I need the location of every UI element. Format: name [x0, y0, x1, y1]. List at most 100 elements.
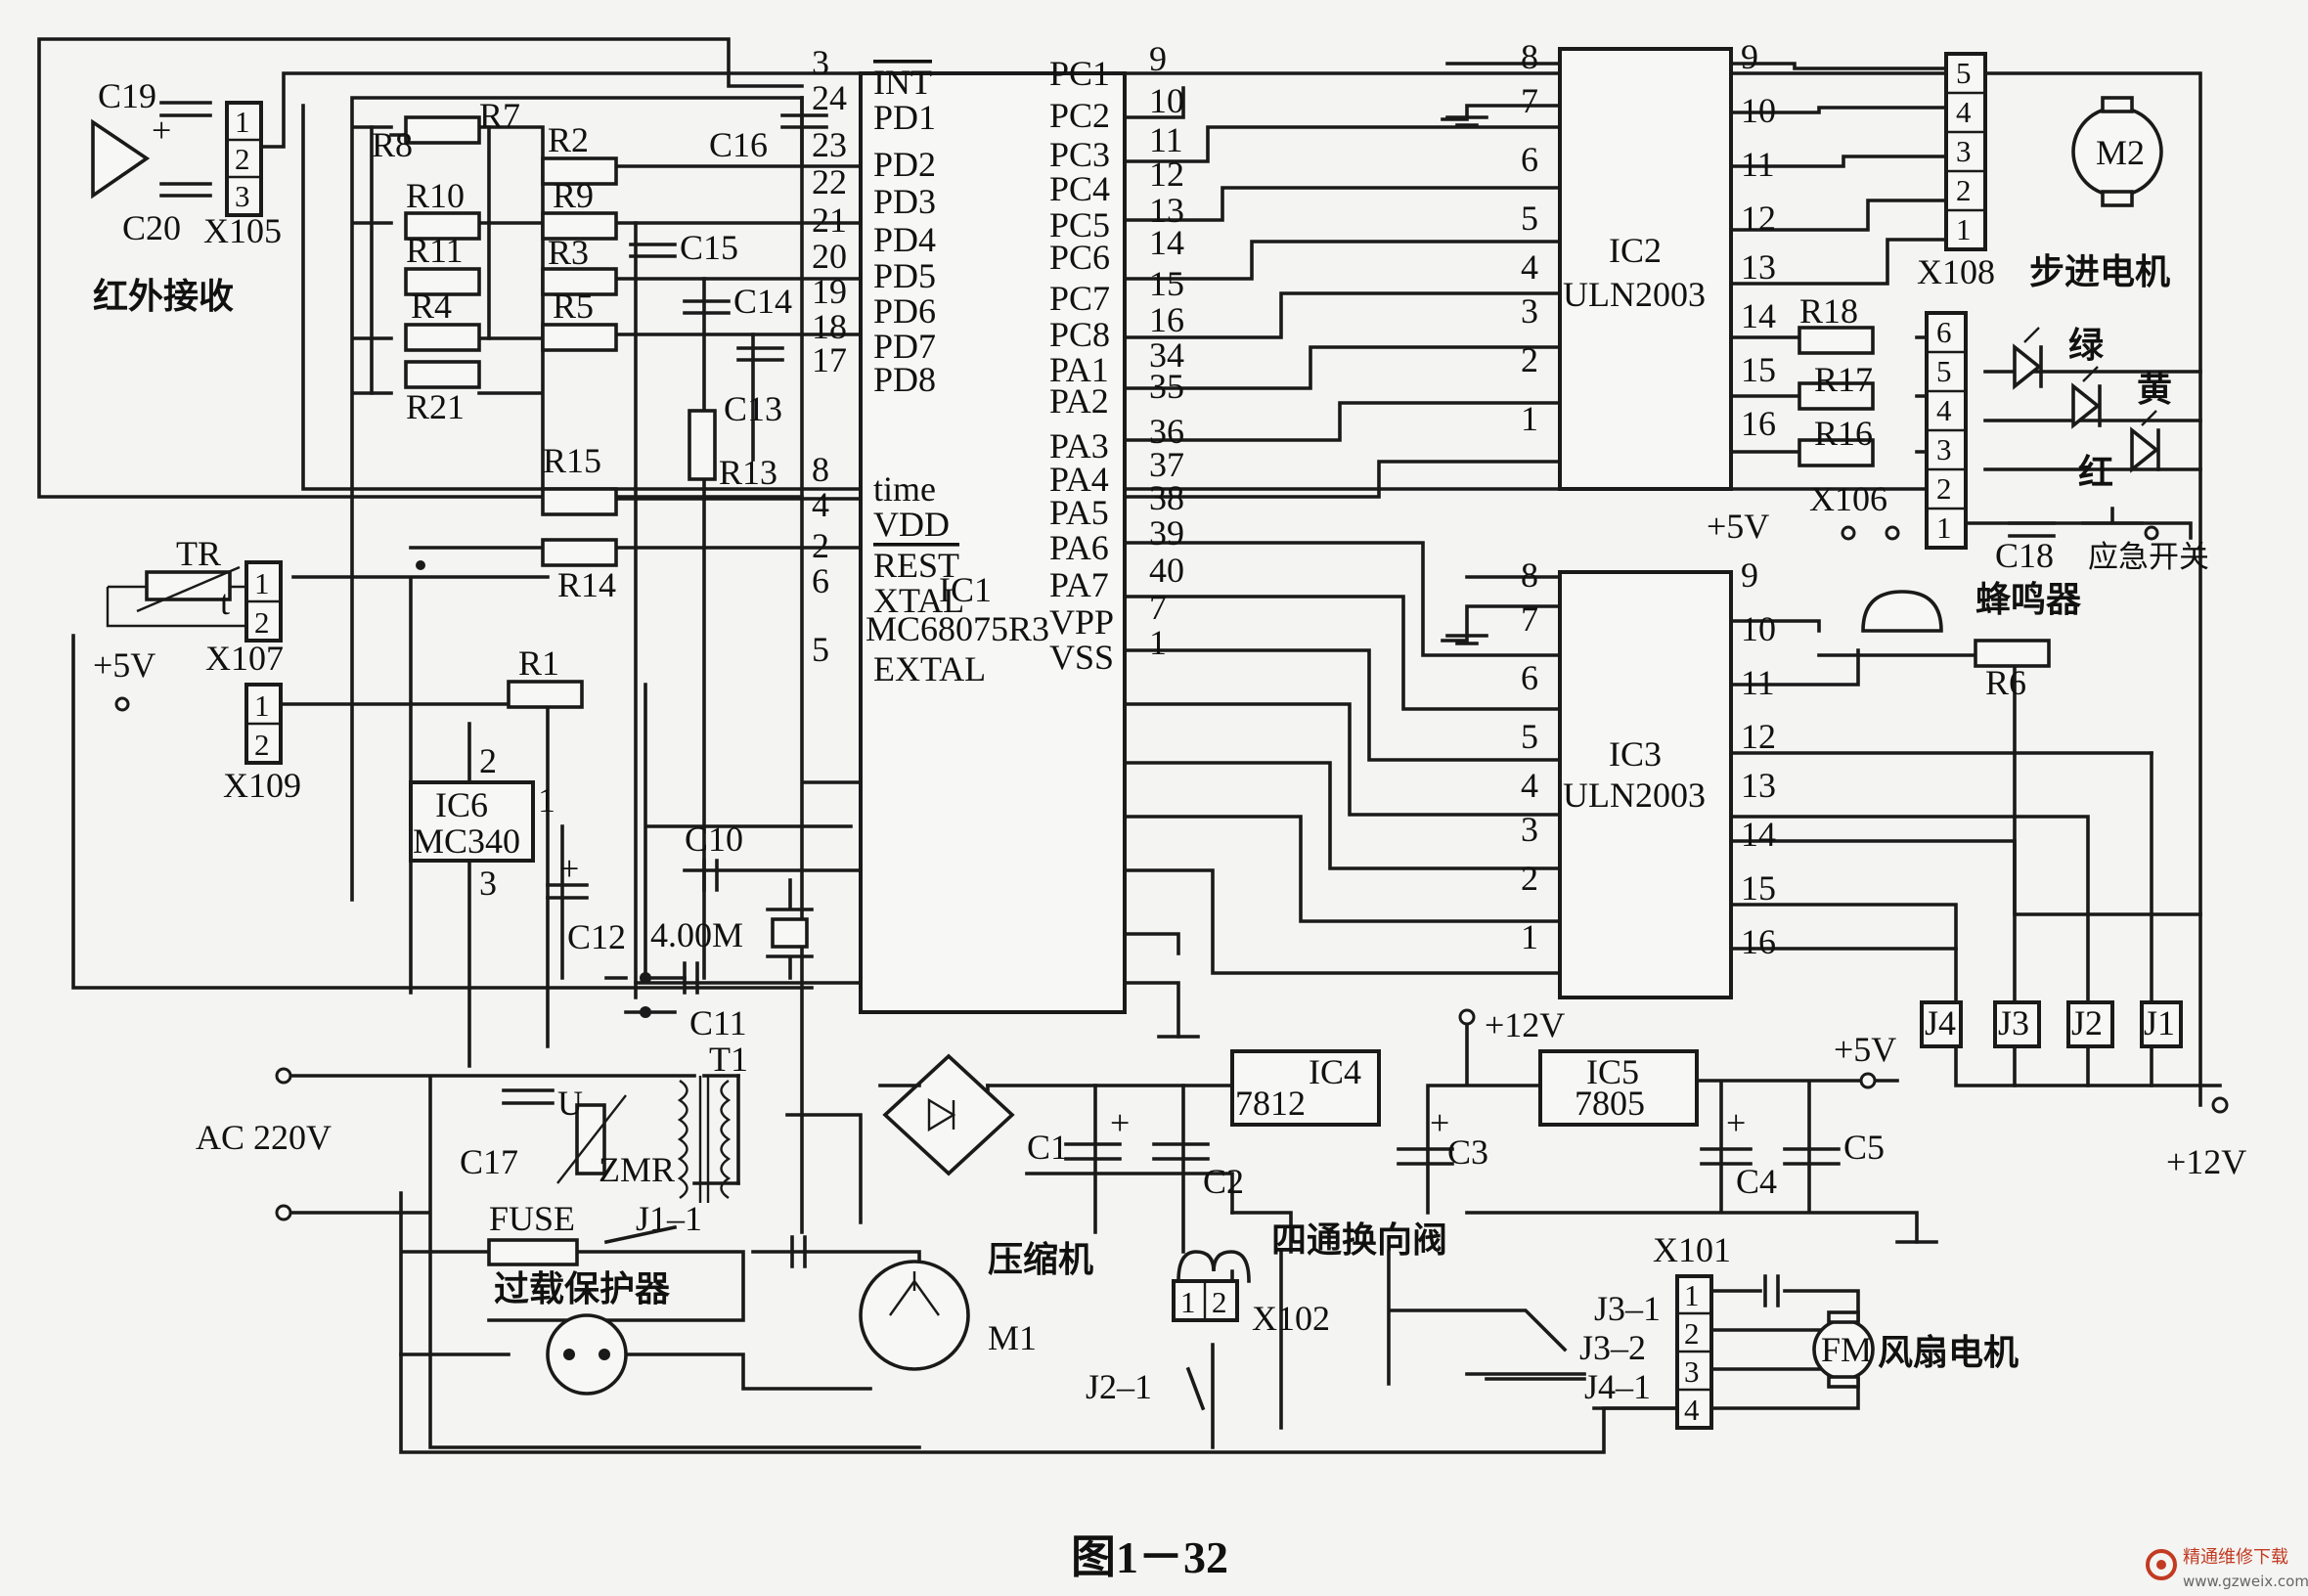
ic1-pin-num: 22 — [812, 162, 847, 201]
ic2-pin-left: 7 — [1521, 81, 1538, 120]
ic5-name: IC5 — [1586, 1052, 1639, 1091]
label-r17: R17 — [1814, 360, 1873, 399]
label-x106: X106 — [1809, 479, 1887, 518]
ic1-pin-num: 35 — [1149, 367, 1184, 406]
wires — [37, 37, 2222, 1454]
ic1-pin-num: 6 — [812, 561, 829, 600]
connector-pin-x106: 3 — [1936, 432, 1952, 466]
ic1-pin-num: 4 — [812, 485, 829, 524]
label-c18: C18 — [1995, 536, 2054, 575]
ic2-pin-right: 15 — [1741, 350, 1776, 389]
watermark-url: www.gzweix.com — [2183, 1573, 2308, 1590]
label-x101: X101 — [1653, 1230, 1731, 1269]
label-j2: J2 — [2071, 1003, 2103, 1042]
ic3-part: ULN2003 — [1563, 776, 1706, 815]
ic2-pin-left: 8 — [1521, 37, 1538, 76]
label-c14: C14 — [733, 282, 792, 321]
buzzer — [1861, 590, 1943, 633]
ic1-pin-label: EXTAL — [873, 649, 986, 688]
ic1-pin-num: 21 — [812, 200, 847, 240]
connector-pin-x107: 1 — [254, 566, 270, 600]
connector-pin-x105: 2 — [235, 142, 250, 176]
ic1-pin-label: VSS — [1049, 638, 1114, 677]
label-r8: R8 — [372, 125, 413, 164]
bridge-rectifier — [882, 1053, 1015, 1176]
plus-c1: + — [1110, 1103, 1130, 1142]
ic1-pin-num: 7 — [1149, 588, 1167, 627]
plus-c3: + — [1430, 1103, 1449, 1142]
label-c13: C13 — [724, 389, 782, 428]
label-r11: R11 — [406, 231, 464, 270]
label-c2: C2 — [1203, 1162, 1244, 1201]
ic6-pin-2: 2 — [479, 741, 497, 780]
ic1-pin-label: PD6 — [873, 291, 936, 331]
label-fm: FM — [1821, 1330, 1872, 1369]
label-r3: R3 — [548, 233, 589, 272]
ic3-pin-left: 2 — [1521, 859, 1538, 898]
label-led-red: 红 — [2078, 453, 2113, 492]
relay-j3 — [1993, 1000, 2041, 1048]
ic1-pin-label: PC2 — [1049, 96, 1110, 135]
label-r6: R6 — [1985, 663, 2026, 702]
label-buzzer: 蜂鸣器 — [1975, 580, 2082, 619]
plus-c19: + — [152, 111, 171, 150]
ic2-pin-left: 3 — [1521, 291, 1538, 331]
connector-pin-x106: 2 — [1936, 471, 1952, 506]
label-c3: C3 — [1447, 1132, 1488, 1172]
ic3-pin-right: 11 — [1741, 663, 1775, 702]
label-plus5v-psu: +5V — [1834, 1030, 1896, 1069]
label-overload: 过载保护器 — [494, 1269, 671, 1308]
ic1-pin-label: PA2 — [1049, 381, 1109, 421]
label-fan-motor: 风扇电机 — [1878, 1333, 2019, 1372]
ic1-pin-num: 39 — [1149, 513, 1184, 553]
ic1-part: MC68075R3 — [866, 609, 1049, 648]
ic2-pin-left: 5 — [1521, 199, 1538, 238]
label-c4: C4 — [1736, 1162, 1777, 1201]
label-r7: R7 — [479, 96, 520, 135]
ic6-name: IC6 — [435, 785, 488, 824]
ic3-pin-left: 1 — [1521, 917, 1538, 956]
relay-j2 — [2066, 1000, 2114, 1048]
ic3-pin-right: 13 — [1741, 766, 1776, 805]
ic1-pin-label: PC3 — [1049, 135, 1110, 174]
ic1-pin-label: PA4 — [1049, 460, 1109, 499]
ic3-pin-right: 14 — [1741, 815, 1776, 854]
ic3-pin-right: 16 — [1741, 922, 1776, 961]
ic2-pin-right: 11 — [1741, 145, 1775, 184]
ic1-pin-label: time — [873, 469, 936, 509]
ic1-pin-num: 20 — [812, 237, 847, 276]
label-r16: R16 — [1814, 414, 1873, 453]
connector-pin-x108: 2 — [1956, 173, 1972, 207]
label-c20: C20 — [122, 208, 181, 247]
connector-pin-x108: 5 — [1956, 56, 1972, 90]
connector-pin-x106: 4 — [1936, 393, 1952, 427]
ic1-pin-label: PD1 — [873, 98, 936, 137]
ic1-pin-label: PA1 — [1049, 350, 1109, 389]
ic1-pin-label: PD3 — [873, 182, 936, 221]
ic1-pin-num: 10 — [1149, 81, 1184, 120]
ic2-pin-right: 9 — [1741, 37, 1758, 76]
connector-pin-x105: 3 — [235, 179, 250, 213]
ic3-pin-left: 7 — [1521, 599, 1538, 639]
ic1-pin-num: 38 — [1149, 478, 1184, 517]
resistor-bodies — [404, 115, 2051, 709]
ic2-pin-left: 2 — [1521, 340, 1538, 379]
label-c15: C15 — [680, 228, 738, 267]
ic1-pin-label: REST — [873, 546, 959, 585]
ic1-pin-num: 23 — [812, 125, 847, 164]
connector-pin-x108: 3 — [1956, 134, 1972, 168]
ic1-pin-num: 15 — [1149, 264, 1184, 303]
ic1-pin-num: 9 — [1149, 39, 1167, 78]
label-x102: X102 — [1252, 1299, 1330, 1338]
label-r4: R4 — [411, 287, 452, 326]
label-led-yellow: 黄 — [2137, 370, 2172, 409]
label-r18: R18 — [1799, 291, 1858, 331]
label-x108: X108 — [1917, 252, 1995, 291]
label-u: U — [557, 1084, 583, 1123]
ic1-pin-num: 12 — [1149, 155, 1184, 194]
connector-pin-x107: 2 — [254, 605, 270, 640]
label-compressor: 压缩机 — [988, 1240, 1093, 1279]
ic2-pin-right: 13 — [1741, 247, 1776, 287]
ic1-pin-num: 34 — [1149, 335, 1184, 375]
